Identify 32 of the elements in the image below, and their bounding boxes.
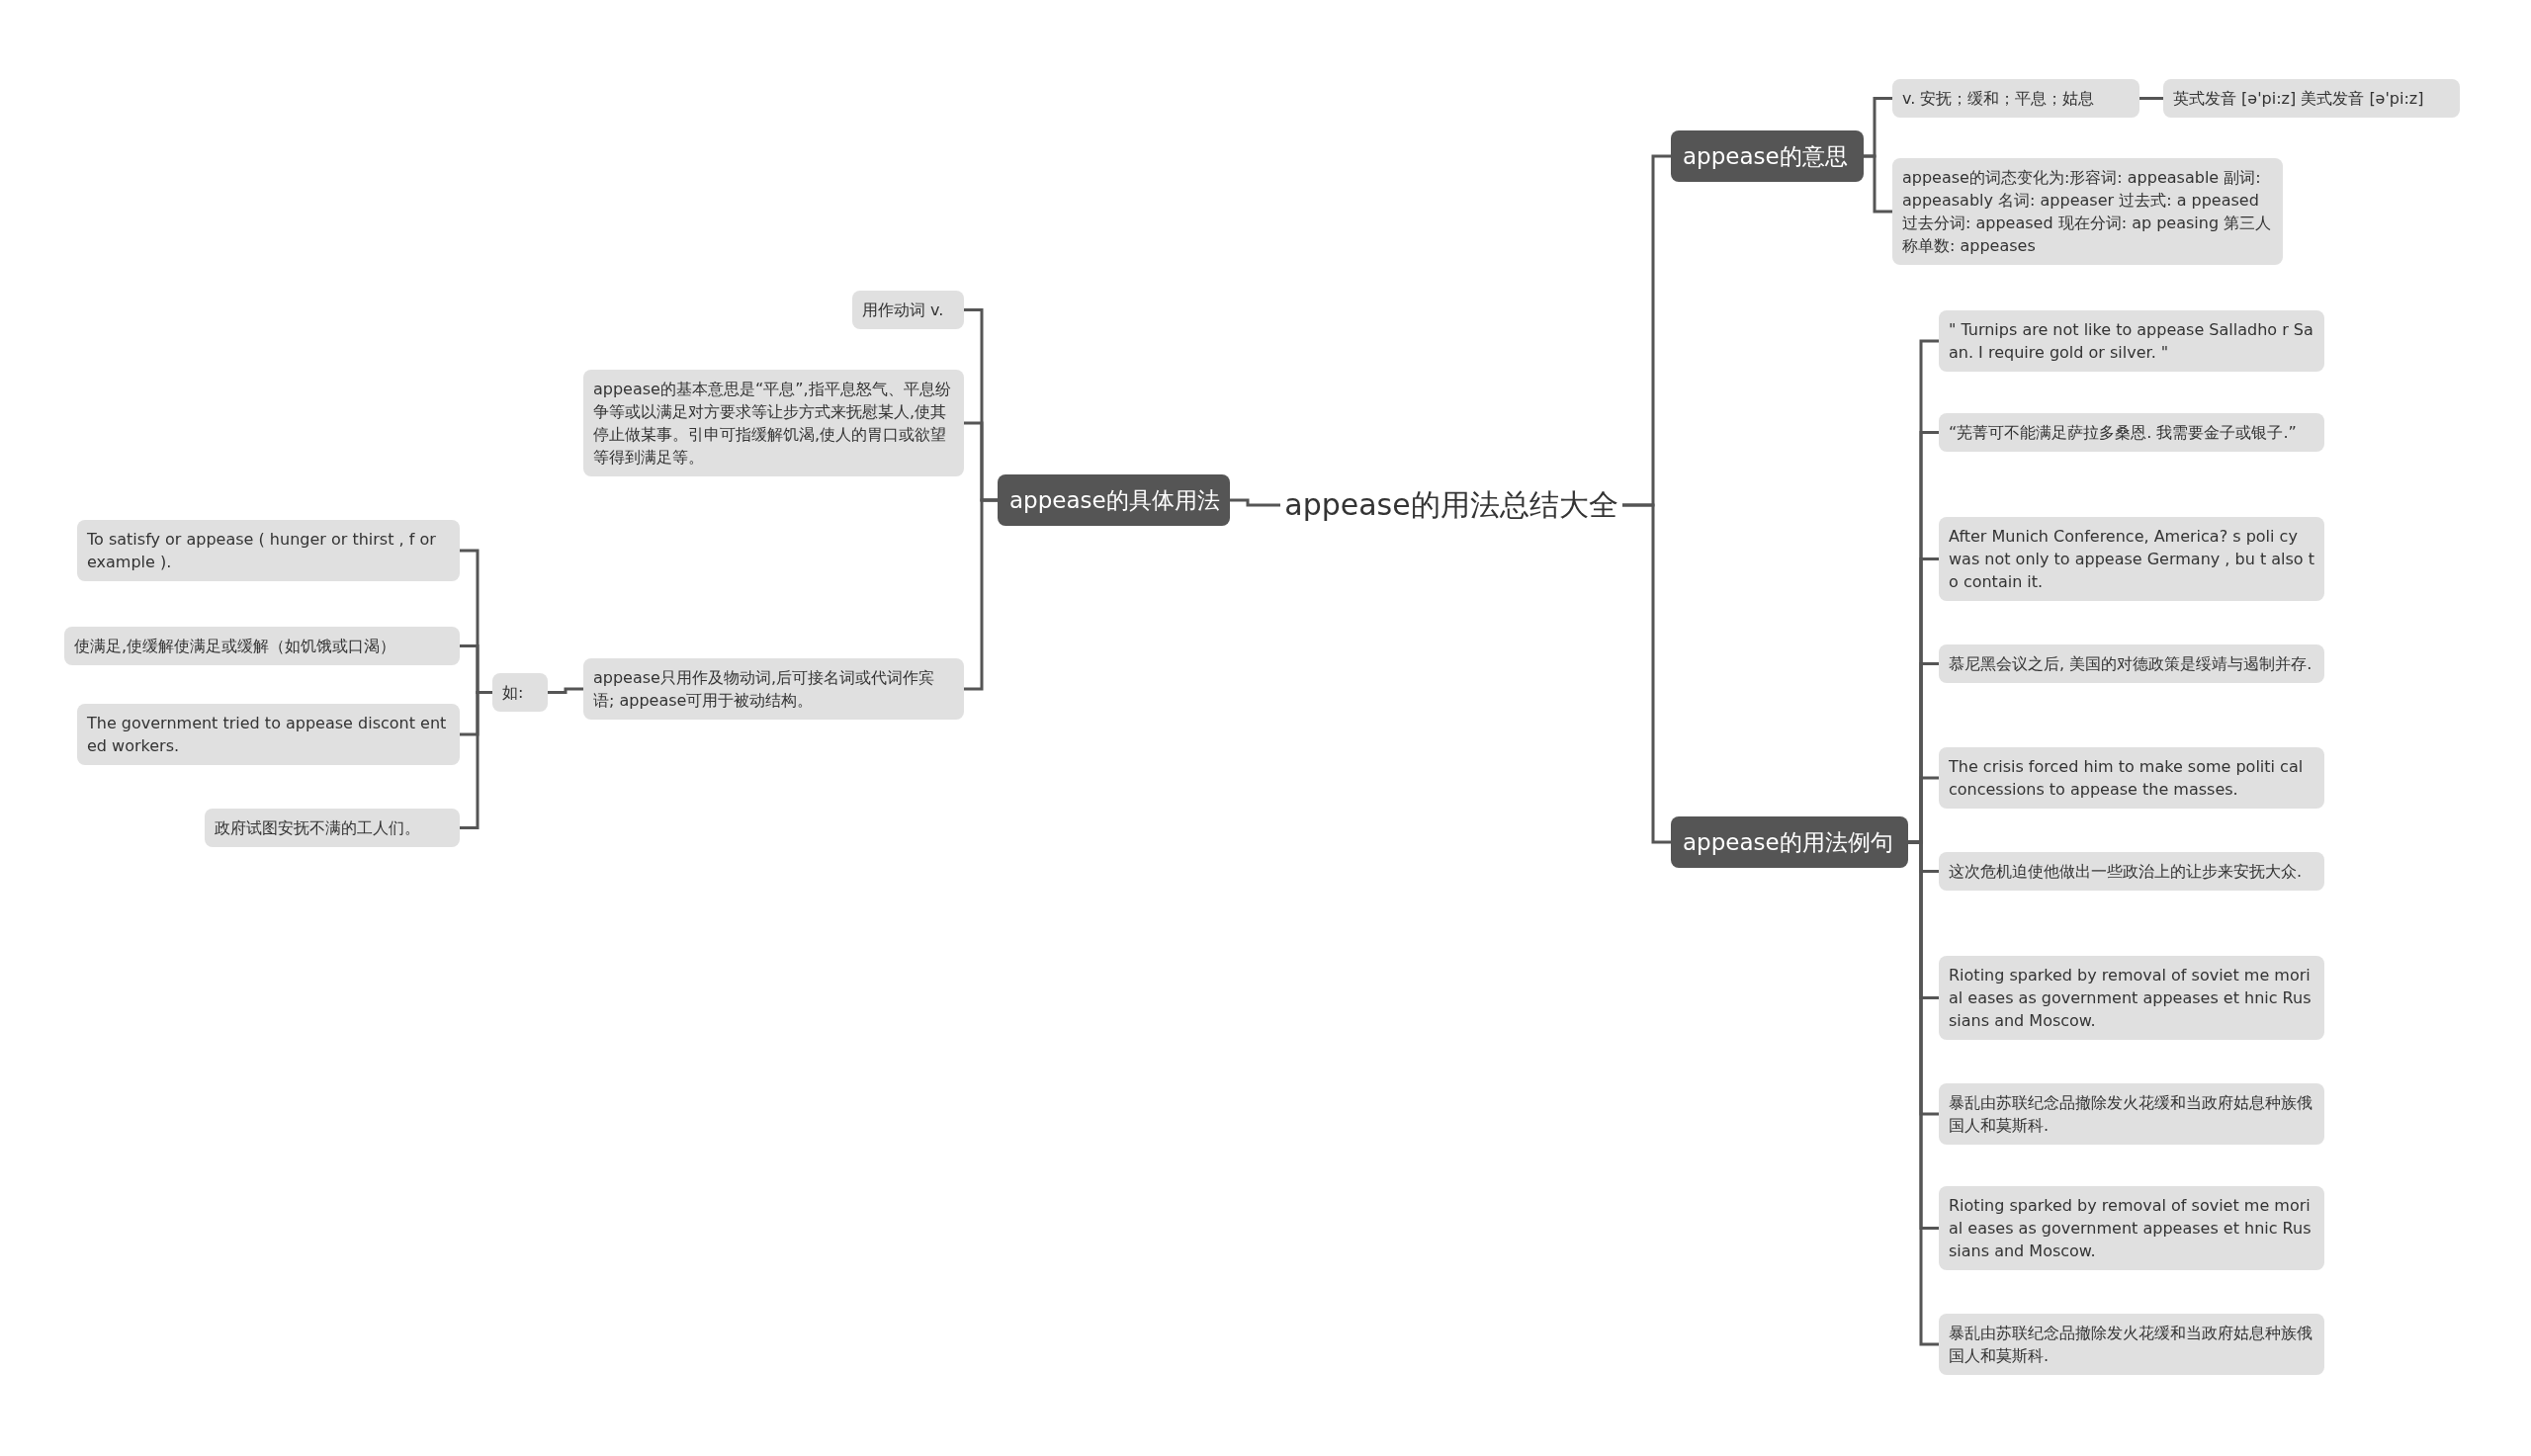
connector-line	[460, 691, 492, 829]
branch-topic: appease的意思	[1671, 130, 1864, 182]
topic-box: Rioting sparked by removal of soviet me morial eases as government appeases et hnic Russians and Moscow.	[1939, 1186, 2324, 1270]
connector-line	[1622, 503, 1671, 844]
connector-line	[2139, 97, 2163, 100]
topic-box: 用作动词 v.	[852, 291, 964, 329]
topic-box: 如:	[492, 673, 548, 712]
topic-box: 使满足,使缓解使满足或缓解（如饥饿或口渴）	[64, 627, 460, 665]
connector-line	[548, 687, 583, 694]
topic-box: 慕尼黑会议之后, 美国的对德政策是绥靖与遏制并存.	[1939, 644, 2324, 683]
branch-topic: appease的用法例句	[1671, 816, 1908, 868]
topic-box: The crisis forced him to make some politi cal concessions to appease the masses.	[1939, 747, 2324, 809]
topic-box: Rioting sparked by removal of soviet me morial eases as government appeases et hnic Russians and Moscow.	[1939, 956, 2324, 1040]
topic-box: After Munich Conference, America? s poli cy was not only to appease Germany , bu t also to contain it.	[1939, 517, 2324, 601]
topic-box: 英式发音 [ə'pi:z] 美式发音 [ə'pi:z]	[2163, 79, 2460, 118]
topic-box: appease的词态变化为:形容词: appeasable 副词: appeasably 名词: appeaser 过去式: a ppeased 过去分词: appeased 现在分词: ap peasing 第三人称单数: appeases	[1892, 158, 2283, 265]
connector-line	[1230, 498, 1280, 507]
topic-box: 这次危机迫使他做出一些政治上的让步来安抚大众.	[1939, 852, 2324, 891]
topic-box: 暴乱由苏联纪念品撤除发火花缓和当政府姑息种族俄国人和莫斯科.	[1939, 1314, 2324, 1375]
topic-box: appease只用作及物动词,后可接名词或代词作宾语; appease可用于被动结构。	[583, 658, 964, 720]
connector-line	[1864, 154, 1892, 214]
topic-box: To satisfy or appease ( hunger or thirst , f or example ).	[77, 520, 460, 581]
topic-box: appease的基本意思是“平息”,指平息怒气、平息纷争等或以满足对方要求等让步方式来抚慰某人,使其停止做某事。引申可指缓解饥渴,使人的胃口或欲望等得到满足等。	[583, 370, 964, 476]
topic-box: 政府试图安抚不满的工人们。	[205, 809, 460, 847]
topic-box: v. 安抚；缓和；平息；姑息	[1892, 79, 2139, 118]
topic-box: 暴乱由苏联纪念品撤除发火花缓和当政府姑息种族俄国人和莫斯科.	[1939, 1083, 2324, 1145]
central-topic: appease的用法总结大全	[1280, 480, 1622, 530]
topic-box: “芜菁可不能满足萨拉多桑恩. 我需要金子或银子.”	[1939, 413, 2324, 452]
topic-box: " Turnips are not like to appease Salladho r Saan. I require gold or silver. "	[1939, 310, 2324, 372]
branch-topic: appease的具体用法	[998, 474, 1230, 526]
connector-line	[964, 498, 998, 691]
topic-box: The government tried to appease discont ented workers.	[77, 704, 460, 765]
